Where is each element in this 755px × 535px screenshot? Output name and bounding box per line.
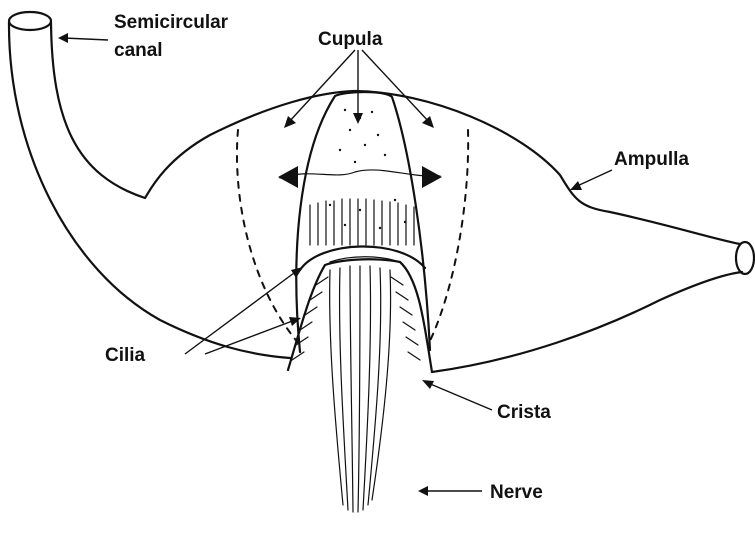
label-semicircular: Semicircular bbox=[114, 12, 229, 33]
label-nerve: Nerve bbox=[490, 482, 543, 503]
cupula-pointers bbox=[284, 50, 434, 128]
label-cilia: Cilia bbox=[105, 345, 146, 366]
cilia-pointers bbox=[185, 267, 303, 354]
nerve-pointer bbox=[418, 486, 482, 496]
crista-pointer bbox=[422, 380, 492, 410]
label-ampulla: Ampulla bbox=[614, 149, 689, 170]
cupula-body bbox=[237, 92, 468, 352]
cupula-deflection-arrow bbox=[278, 166, 442, 188]
label-cupula: Cupula bbox=[318, 29, 383, 50]
ampulla-pointer bbox=[570, 170, 612, 190]
cupula-stipple bbox=[329, 109, 406, 229]
label-canal: canal bbox=[114, 40, 163, 61]
label-crista: Crista bbox=[497, 402, 551, 423]
nerve-fibers bbox=[330, 266, 391, 512]
semicircular-canal-pointer bbox=[58, 33, 108, 43]
